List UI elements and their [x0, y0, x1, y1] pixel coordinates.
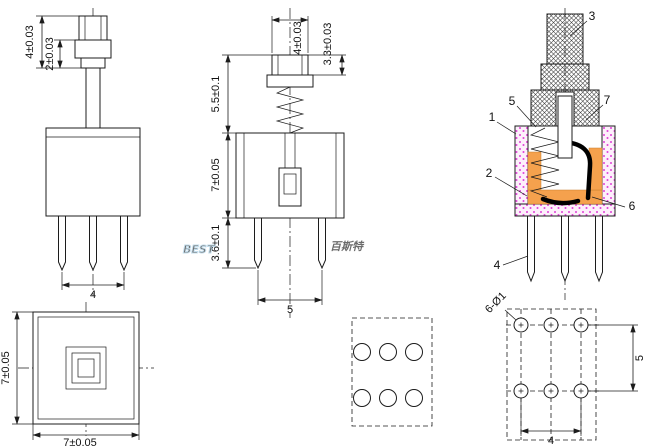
front-view: 4±0.03 2±0.03 4	[24, 8, 141, 301]
bottom-view-dimensions: 7±0.05 7±0.05	[0, 311, 140, 448]
drill-plan-view: 6-Ø1 5 4	[483, 290, 646, 447]
dim-label-cap-height: 2±0.03	[44, 37, 56, 71]
callout-1: 1	[489, 110, 496, 124]
center-boss-inner	[77, 358, 95, 378]
pad-hole	[353, 343, 371, 361]
leader-line	[496, 121, 517, 135]
cutaway-view: 3 5 7 1 2 6 4	[486, 8, 636, 300]
center-boss-mid	[71, 352, 101, 384]
pin	[595, 215, 603, 283]
hole-center-marks	[518, 322, 584, 394]
outline-dashed	[351, 317, 433, 427]
pad-hole	[353, 389, 371, 407]
callout-5: 5	[509, 94, 516, 108]
callout-3: 3	[589, 9, 596, 23]
base-insert-left	[527, 151, 542, 191]
drill-plan-dimensions: 5 4	[520, 324, 646, 447]
body-wall-right	[601, 125, 616, 217]
leader-line	[516, 105, 537, 128]
dim-label-pin-span: 5	[287, 304, 293, 316]
callout-4: 4	[494, 258, 501, 272]
callout-2: 2	[486, 166, 493, 180]
watermark: BEST 百斯特	[183, 240, 365, 257]
leader-line	[494, 176, 528, 197]
dim-label-body-height: 7±0.05	[210, 158, 222, 192]
bottom-view: 7±0.05 7±0.05	[0, 302, 154, 448]
dim-label-plunger-height: 4±0.03	[24, 25, 36, 59]
leader-line	[504, 309, 517, 321]
body-wall-left	[514, 125, 529, 217]
pad-hole	[379, 343, 397, 361]
section-left-dimensions: 5.5±0.1 7±0.05 3.6±0.1	[210, 54, 272, 269]
section-view: 4±0.03 3.3±0.03 5.5±0.1 7±0.05 3.6±0.1 5	[210, 8, 346, 318]
contact-carrier	[278, 167, 302, 207]
spring	[529, 127, 560, 198]
dim-label-height: 7±0.05	[0, 351, 12, 385]
contact-carrier-inner	[283, 173, 297, 195]
callout-7: 7	[604, 93, 611, 107]
watermark-latin: BEST	[183, 243, 216, 256]
section-top-dimensions: 4±0.03 3.3±0.03	[271, 16, 346, 76]
pad-hole	[379, 389, 397, 407]
switch-body	[45, 127, 141, 217]
front-bottom-dimension: 4	[61, 272, 125, 301]
pin	[318, 217, 326, 270]
leader-line	[591, 196, 626, 208]
outline-dashed	[506, 308, 597, 441]
pin	[58, 215, 66, 272]
callout-6: 6	[629, 199, 636, 213]
base-outline	[32, 311, 140, 425]
pin	[89, 215, 97, 272]
button-cap	[78, 15, 108, 41]
dim-label-pin-length: 3.6±0.1	[210, 225, 222, 262]
plunger-stem	[557, 95, 573, 159]
button-collar	[266, 74, 314, 88]
pad-hole	[405, 389, 423, 407]
pad-layout-view	[351, 317, 433, 427]
spring	[275, 86, 305, 134]
pin	[527, 215, 535, 283]
watermark-cjk: 百斯特	[330, 240, 365, 253]
dim-label-row-pitch: 5	[634, 355, 646, 361]
button-collar	[74, 39, 112, 59]
section-bottom-dimension: 5	[257, 270, 323, 316]
dim-label-col-pitch: 4	[548, 435, 554, 447]
pin	[120, 215, 128, 272]
button-step	[80, 57, 106, 69]
front-top-dimensions: 4±0.03 2±0.03	[24, 15, 81, 71]
leader-line	[502, 255, 529, 266]
dim-label-holes: 6-Ø1	[483, 290, 509, 316]
dim-label-plunger-width: 4±0.03	[292, 21, 304, 55]
leader-line	[569, 20, 588, 37]
leader-line	[585, 104, 604, 121]
dim-label-free-height: 5.5±0.1	[210, 76, 222, 113]
button-cap	[271, 54, 309, 76]
dim-label-cap-width: 3.3±0.03	[322, 23, 334, 66]
pin	[254, 217, 262, 270]
button-stem	[85, 67, 101, 129]
body-floor	[514, 203, 616, 217]
base-inner-outline	[37, 316, 135, 420]
dim-label-pin-span: 4	[90, 289, 96, 301]
pad-hole	[405, 343, 423, 361]
dim-label-width: 7±0.05	[63, 437, 97, 448]
callouts: 3 5 7 1 2 6 4	[486, 9, 636, 272]
center-boss-outer	[65, 346, 107, 390]
pin	[561, 215, 569, 283]
plunger-button	[546, 13, 584, 65]
plunger-neck	[540, 63, 590, 91]
contact-base	[540, 196, 581, 206]
